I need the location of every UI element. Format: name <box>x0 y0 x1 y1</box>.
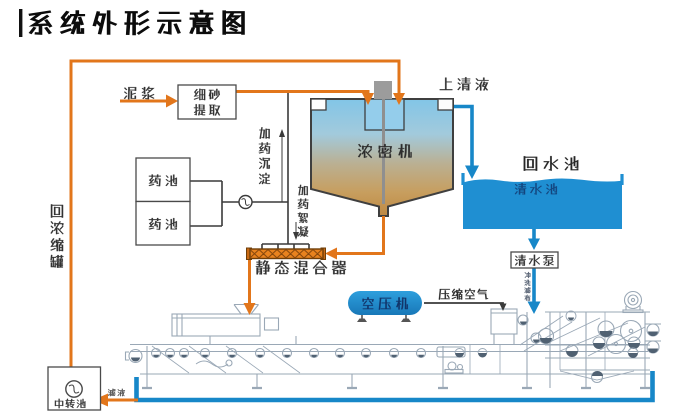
thickener-motor <box>374 81 392 99</box>
labels-layer <box>28 9 579 409</box>
label-flush-filter-cloth-glyphs <box>524 271 531 302</box>
label-return-water-pool-glyphs <box>523 155 579 171</box>
label-air-compressor-glyphs <box>362 297 408 310</box>
label-transfer-pool-glyphs <box>54 398 86 409</box>
belt-press-machine <box>124 290 661 390</box>
return-water-pool <box>461 173 624 229</box>
label-title-glyphs <box>28 9 245 36</box>
label-compressed-air-glyphs <box>438 288 489 300</box>
label-sand-extractor-1-glyphs <box>193 88 220 101</box>
title-accent-bar <box>19 9 23 37</box>
supernatant-pipe <box>446 104 479 179</box>
static-mixer <box>246 247 326 260</box>
dosing-lines <box>190 92 310 249</box>
pump-to-press-pipe <box>527 268 541 314</box>
label-dosing-sedimentation-glyphs <box>258 127 271 185</box>
supernatant-arrowhead <box>465 165 479 179</box>
air-receiver-box <box>490 308 518 335</box>
compressed-air-line <box>424 302 507 311</box>
thickener-notch-left <box>310 98 327 111</box>
label-static-mixer-glyphs <box>255 260 347 275</box>
label-clear-water-pool-glyphs <box>514 182 558 195</box>
label-slurry-glyphs <box>123 86 155 100</box>
label-filtrate-glyphs <box>107 388 126 397</box>
label-dosing-flocculation-glyphs <box>297 184 309 237</box>
recycle-pipe <box>69 59 401 380</box>
label-clear-water-pump-glyphs <box>514 254 554 267</box>
thickener-notch-right <box>437 98 454 111</box>
transfer-pump-icon <box>65 380 83 398</box>
label-sand-extractor-2-glyphs <box>193 104 221 116</box>
pool-to-pump-pipe <box>528 229 540 250</box>
label-supernatant-glyphs <box>439 77 489 91</box>
label-return-to-thickener-glyphs <box>50 204 64 268</box>
underflow-pipe <box>332 216 385 255</box>
filtrate-collection-pipe <box>134 371 655 403</box>
label-chem-tank-1-glyphs <box>148 174 178 187</box>
dosing-pump-icon <box>238 194 253 210</box>
label-chem-tank-2-glyphs <box>148 217 178 230</box>
chem-tank-2-box <box>135 200 191 246</box>
label-thickener-glyphs <box>357 143 412 159</box>
chem-tank-1-box <box>135 157 191 203</box>
sand-extractor-box <box>177 84 237 120</box>
feed-hopper-box <box>171 313 261 337</box>
